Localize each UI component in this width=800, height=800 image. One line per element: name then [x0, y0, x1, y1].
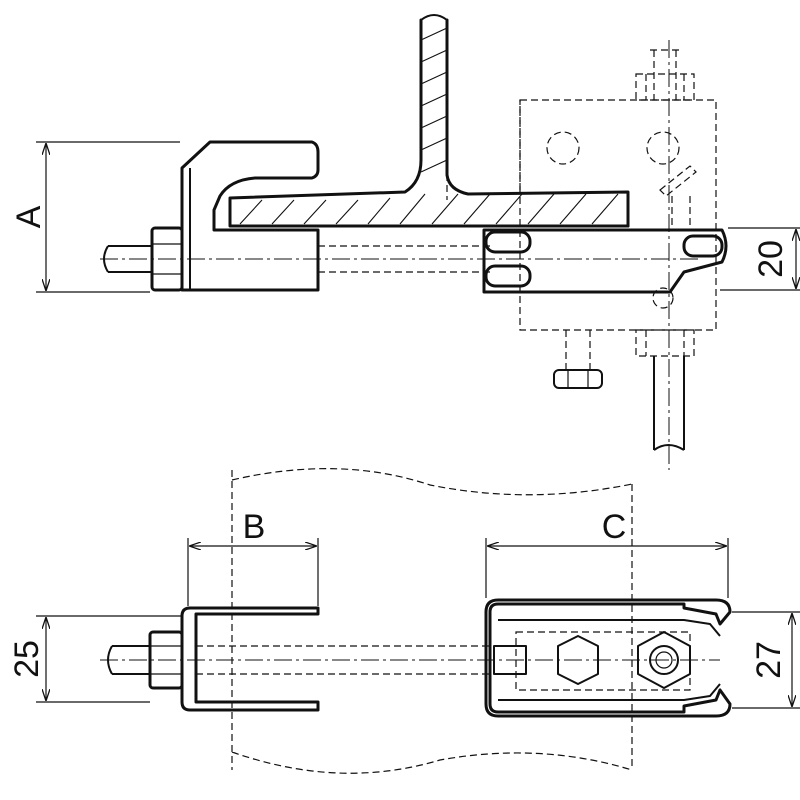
plan-channel: [484, 598, 732, 718]
beam-flange-outline: [231, 468, 633, 774]
dimension-27: 27: [732, 611, 800, 709]
dimension-a-label: A: [10, 205, 48, 228]
bolt-hole-icon: [646, 131, 680, 165]
hanger-rod-top: [635, 49, 697, 226]
beam-hatching: [239, 27, 619, 225]
dimension-25-label: 25: [8, 640, 46, 678]
hanger-rod-bottom: [635, 40, 695, 470]
beam-web: [228, 14, 630, 228]
hex-nut-icon: [557, 635, 599, 685]
dimension-a: A: [10, 141, 180, 293]
u-clamp: [180, 606, 320, 712]
dimension-25: 25: [8, 615, 182, 703]
dimension-b: B: [187, 508, 319, 606]
side-view: A 20: [10, 14, 800, 470]
channel-clip: [482, 228, 728, 294]
dimension-b-label: B: [243, 508, 266, 546]
dimension-20: 20: [720, 227, 800, 291]
hook-clamp: [180, 140, 320, 292]
bolt-hole-icon: [546, 131, 580, 165]
dimension-20-label: 20: [752, 240, 790, 278]
dimension-27-label: 27: [750, 641, 788, 679]
plan-threaded-rod: [100, 645, 720, 675]
lower-bolt: [553, 330, 603, 389]
dimension-c-label: C: [602, 508, 627, 546]
dimension-c: C: [485, 508, 729, 598]
threaded-rod: [100, 245, 700, 273]
hex-nut-with-rod-icon: [637, 631, 691, 689]
bolt-hole-icon: [652, 287, 674, 309]
plan-view: B C 25 27: [8, 468, 800, 774]
